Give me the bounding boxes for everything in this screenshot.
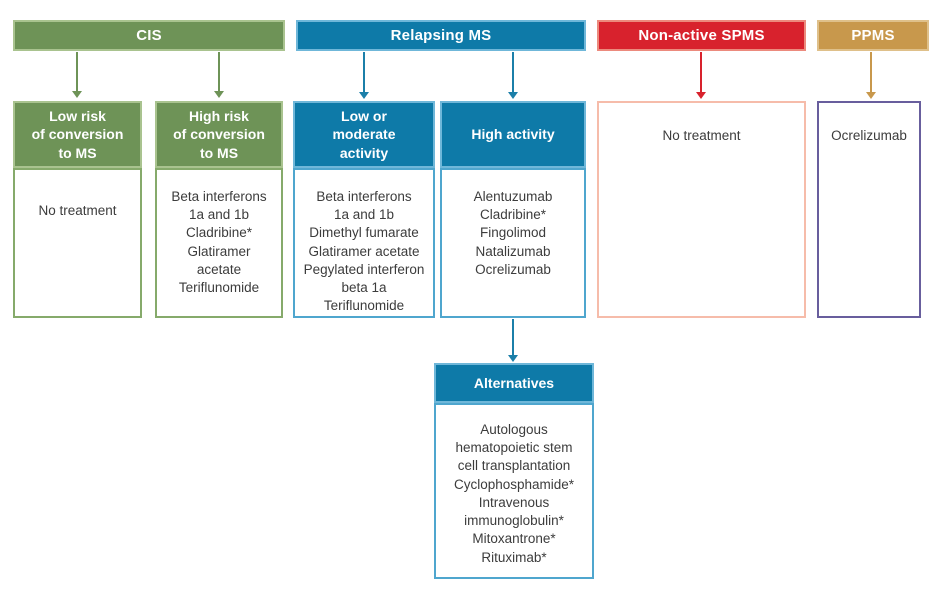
treatment-item: Autologous hematopoietic stem cell trans… [455,422,573,474]
arrow-relapsing-to-low-moderate [359,52,369,99]
treatment-item: Glatiramer acetate [187,243,251,277]
subheader-high-risk: High risk of conversion to MS [155,101,283,168]
treatment-item: Natalizumab [475,243,551,259]
treatment-item: Fingolimod [479,225,547,241]
treatment-item: Ocrelizumab [831,128,907,143]
treatment-item: No treatment [38,203,117,218]
treatment-item: Beta interferons 1a and 1b [171,189,267,223]
arrow-cis-to-high-risk [214,52,224,98]
header-non-active-spms: Non-active SPMS [597,20,806,51]
treatment-item: Ocrelizumab [475,261,551,277]
treatments-low-moderate-activity: Beta interferons 1a and 1b Dimethyl fuma… [293,168,435,318]
treatment-item: Cladribine* [185,225,253,241]
header-relapsing-ms: Relapsing MS [296,20,586,51]
subheader-high-risk-label: High risk of conversion to MS [173,108,265,161]
treatments-alternatives: Autologous hematopoietic stem cell trans… [434,403,594,579]
subheader-low-risk: Low risk of conversion to MS [13,101,142,168]
subheader-high-activity: High activity [440,101,586,168]
treatment-item: Teriflunomide [323,298,405,314]
header-cis: CIS [13,20,285,51]
treatment-item: Teriflunomide [178,280,260,296]
treatment-item: Pegylated interferon beta 1a [303,261,425,296]
treatment-item: Beta interferons 1a and 1b [316,189,412,223]
subheader-low-risk-label: Low risk of conversion to MS [31,108,124,161]
treatments-high-activity: Alentuzumab Cladribine* Fingolimod Natal… [440,168,586,318]
arrow-relapsing-to-high-activity [508,52,518,99]
subheader-alternatives-label: Alternatives [473,375,555,391]
treatment-item: Intravenous immunoglobulin* [464,494,564,529]
treatment-item: Dimethyl fumarate [309,225,419,241]
treatment-item: Alentuzumab [473,189,553,204]
header-ppms: PPMS [817,20,929,51]
subheader-low-moderate-activity: Low or moderate activity [293,101,435,168]
treatments-ppms: Ocrelizumab [817,101,921,318]
arrow-cis-to-low-risk [72,52,82,98]
header-ppms-label: PPMS [851,27,895,44]
treatments-high-risk: Beta interferons 1a and 1b Cladribine* G… [155,168,283,318]
treatments-spms: No treatment [597,101,806,318]
treatment-item: Rituximab* [481,549,547,565]
subheader-alternatives: Alternatives [434,363,594,403]
treatment-item: Cladribine* [479,207,547,223]
header-cis-label: CIS [136,27,162,44]
treatments-low-risk: No treatment [13,168,142,318]
treatment-item: Mitoxantrone* [472,531,556,547]
treatment-item: Glatiramer acetate [308,243,420,259]
treatment-item: Cyclophosphamide* [453,476,575,492]
arrow-high-activity-to-alternatives [508,319,518,362]
header-non-active-spms-label: Non-active SPMS [638,27,765,44]
arrow-spms-to-no-treatment [696,52,706,99]
subheader-high-activity-label: High activity [471,126,555,143]
subheader-low-moderate-activity-label: Low or moderate activity [332,108,396,161]
header-relapsing-ms-label: Relapsing MS [390,27,492,44]
treatment-item: No treatment [662,128,741,143]
arrow-ppms-to-ocrelizumab [866,52,876,99]
